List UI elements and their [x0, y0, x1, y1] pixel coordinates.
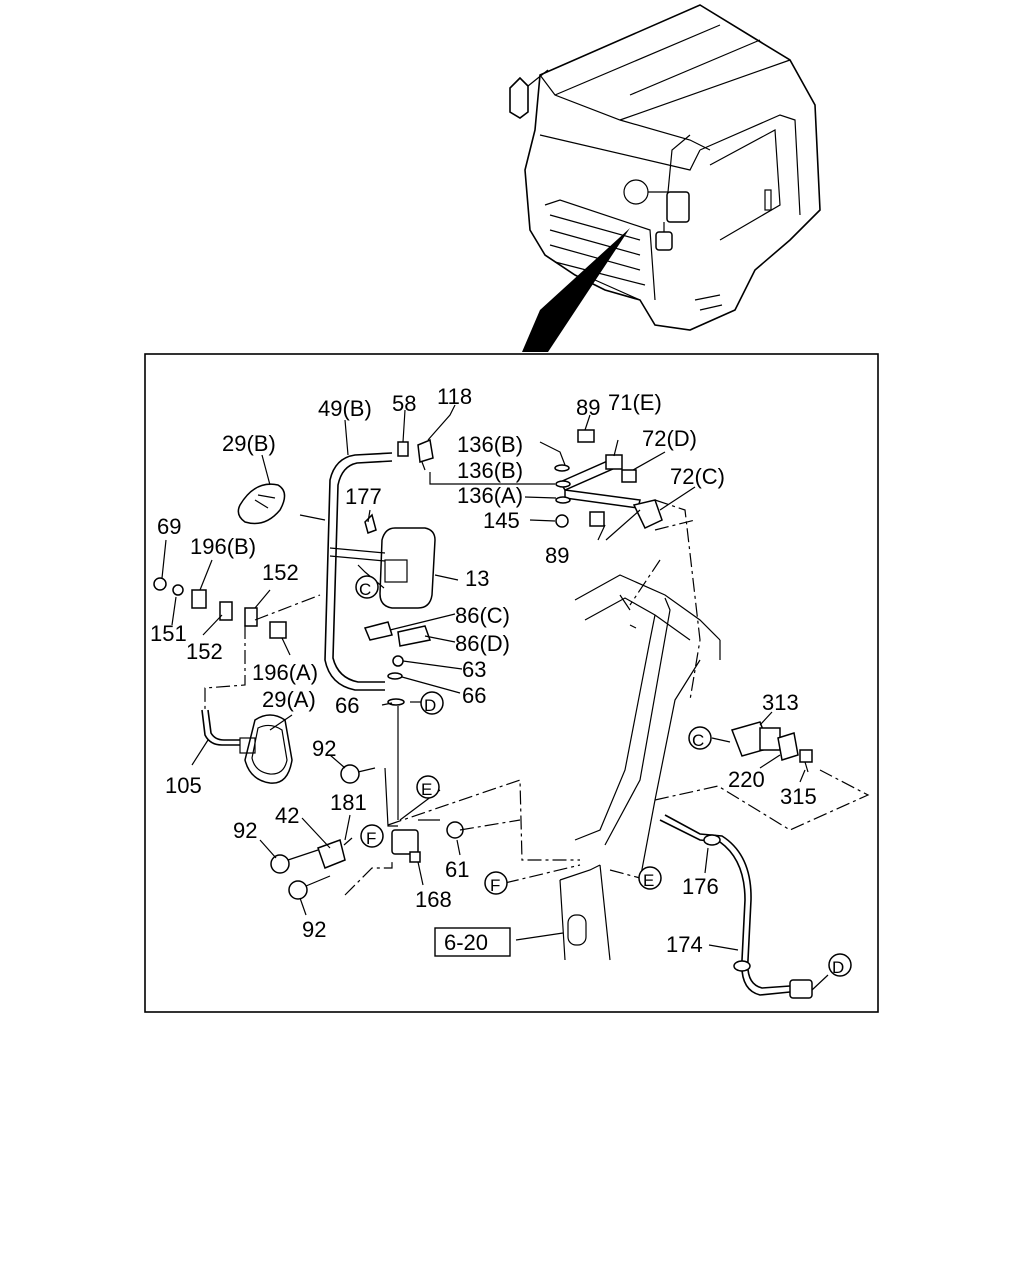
truck-cab-illustration [509, 4, 821, 331]
cab-door-outline [559, 574, 721, 961]
label-72d: 72(D) [642, 426, 697, 451]
ref-f-top: F [366, 829, 376, 848]
detail-frame [144, 353, 879, 1013]
small-fasteners [153, 438, 434, 820]
label-61: 61 [445, 857, 469, 882]
label-136b-1: 136(B) [457, 432, 523, 457]
label-315: 315 [780, 784, 817, 809]
leader-lines [161, 404, 806, 951]
label-72c: 72(C) [670, 464, 725, 489]
mirror-29b [237, 483, 326, 525]
label-152-bottom: 152 [186, 639, 223, 664]
label-66-left: 66 [335, 693, 359, 718]
page-reference-box: 6-20 [434, 927, 511, 957]
mirror-stay-pipe-49b [324, 452, 393, 691]
ref-d-left: D [424, 696, 436, 715]
pipe-105 [201, 709, 240, 746]
ref-c-right: C [692, 731, 704, 750]
label-42: 42 [275, 803, 299, 828]
label-86c: 86(C) [455, 603, 510, 628]
label-168: 168 [415, 887, 452, 912]
mirror-arm-assembly [554, 429, 663, 529]
label-181: 181 [330, 790, 367, 815]
mirror-13 [329, 527, 436, 609]
label-196a: 196(A) [252, 660, 318, 685]
ref-f-bottom: F [490, 876, 500, 895]
label-71e: 71(E) [608, 390, 662, 415]
connector-assembly [731, 721, 813, 773]
label-220: 220 [728, 767, 765, 792]
label-89-top: 89 [576, 395, 600, 420]
label-49b: 49(B) [318, 396, 372, 421]
label-313: 313 [762, 690, 799, 715]
label-92-top: 92 [312, 736, 336, 761]
label-118: 118 [437, 384, 472, 409]
label-176: 176 [682, 874, 719, 899]
label-13: 13 [465, 566, 489, 591]
lower-mount-assembly [270, 764, 464, 900]
assembly-lines [204, 499, 870, 896]
label-105: 105 [165, 773, 202, 798]
part-labels: 29(B) 49(B) 58 118 89 71(E) 72(D) 72(C) … [150, 384, 817, 957]
label-89-bottom: 89 [545, 543, 569, 568]
label-177: 177 [345, 484, 382, 509]
ref-e-bottom: E [643, 871, 654, 890]
label-69: 69 [157, 514, 181, 539]
label-196b: 196(B) [190, 534, 256, 559]
label-152-top: 152 [262, 560, 299, 585]
ref-c-left: C [359, 580, 371, 599]
ref-d-right: D [832, 958, 844, 977]
reference-markers: C C D D E E F F [355, 575, 852, 977]
label-66-right: 66 [462, 683, 486, 708]
label-86d: 86(D) [455, 631, 510, 656]
label-58: 58 [392, 391, 416, 416]
label-29a: 29(A) [262, 687, 316, 712]
label-63: 63 [462, 657, 486, 682]
label-92-mid: 92 [233, 818, 257, 843]
label-174: 174 [666, 932, 703, 957]
detail-pointer [522, 228, 630, 352]
label-136a: 136(A) [457, 483, 523, 508]
wiring-harness [659, 814, 829, 999]
label-151: 151 [150, 621, 187, 646]
label-136b-2: 136(B) [457, 458, 523, 483]
label-92-bottom: 92 [302, 917, 326, 942]
mirror-29a [239, 714, 293, 784]
page-reference-label: 6-20 [444, 930, 488, 955]
label-145: 145 [483, 508, 520, 533]
ref-e-top: E [421, 780, 432, 799]
label-29b: 29(B) [222, 431, 276, 456]
